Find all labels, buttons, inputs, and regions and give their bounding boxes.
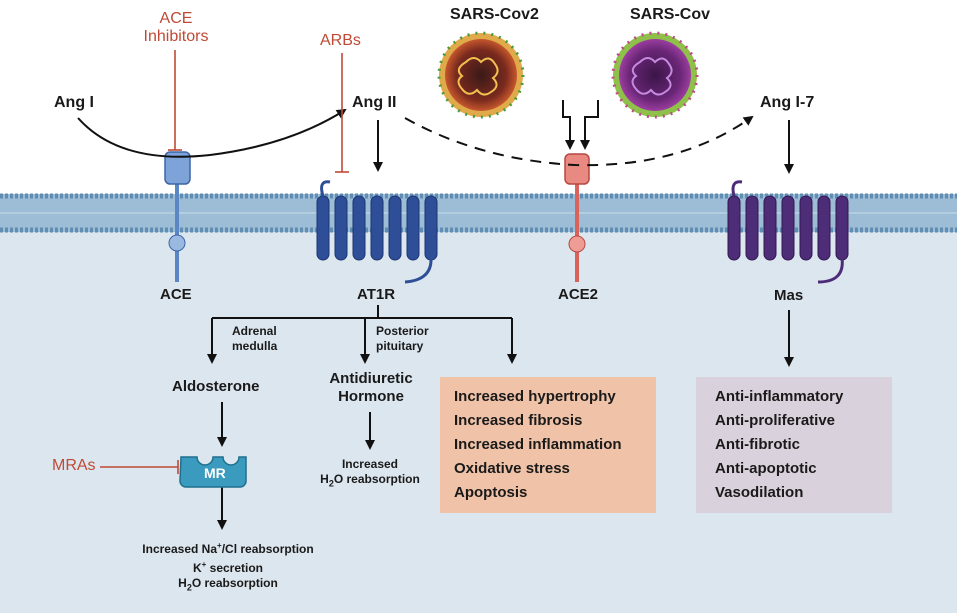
at1r-label: AT1R xyxy=(357,286,396,303)
ang17-label: Ang I-7 xyxy=(760,94,815,111)
cell-membrane xyxy=(0,193,957,233)
ang2-label: Ang II xyxy=(352,94,397,111)
at1r-effects-box xyxy=(440,377,656,513)
at1r-effect-item: Increased inflammation xyxy=(454,436,622,453)
ace-receptor xyxy=(164,151,191,282)
ang1-to-ang2-arrow xyxy=(77,108,347,158)
ang1-label: Ang I xyxy=(54,94,94,111)
mas-effect-item: Anti-fibrotic xyxy=(715,436,800,453)
inhibition-lines xyxy=(100,50,349,474)
mas-effects-box xyxy=(696,377,892,513)
mas-label: Mas xyxy=(774,287,804,304)
mas-receptor xyxy=(727,180,849,284)
at1r-receptor xyxy=(316,180,438,284)
sars-cov-virion xyxy=(611,31,699,119)
aldosterone-label: Aldosterone xyxy=(172,378,260,395)
ang2-to-ang17-arrow xyxy=(404,115,754,167)
sars-cov2-label: SARS-Cov2 xyxy=(450,6,539,23)
ace-label: ACE xyxy=(160,286,192,303)
mas-effect-item: Anti-inflammatory xyxy=(715,388,844,405)
mas-effect-item: Anti-apoptotic xyxy=(715,460,817,477)
ace2-label: ACE2 xyxy=(558,286,599,303)
arbs-label: ARBs xyxy=(320,32,361,49)
mr-effects-label: Increased Na+/Cl reabsorption K+ secreti… xyxy=(142,541,314,593)
mr-label: MR xyxy=(204,465,226,481)
at1r-effect-item: Apoptosis xyxy=(454,484,528,501)
mras-label: MRAs xyxy=(52,457,96,474)
sars-cov-label: SARS-Cov xyxy=(630,6,711,23)
mas-effect-item: Vasodilation xyxy=(715,484,804,501)
at1r-effect-item: Increased hypertrophy xyxy=(454,388,616,405)
at1r-effects-list: Increased hypertrophy Increased fibrosis… xyxy=(454,385,622,505)
mas-effect-item: Anti-proliferative xyxy=(715,412,836,429)
sars-cov-to-ace2-arrow xyxy=(580,100,599,150)
at1r-effect-item: Oxidative stress xyxy=(454,460,570,477)
at1r-effect-item: Increased fibrosis xyxy=(454,412,583,429)
h2o-reabsorption-label: Increased H2O reabsorption xyxy=(320,457,420,489)
sars-cov2-to-ace2-arrow xyxy=(562,100,575,150)
mr-receptor xyxy=(179,456,247,488)
ace2-receptor xyxy=(564,153,590,282)
mas-effects-list: Anti-inflammatory Anti-proliferative Ant… xyxy=(715,385,843,505)
sars-cov2-virion xyxy=(437,31,525,119)
